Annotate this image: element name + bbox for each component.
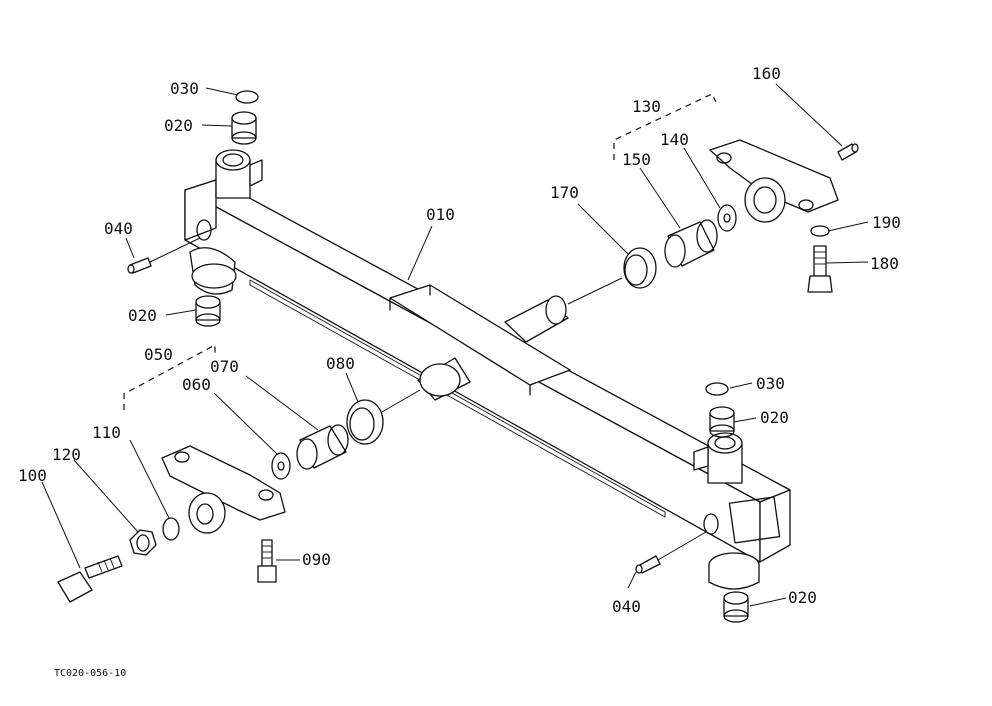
label-140: 140 <box>660 130 689 149</box>
label-130: 130 <box>632 97 661 116</box>
label-040-right: 040 <box>612 597 641 616</box>
label-110: 110 <box>92 423 121 442</box>
label-040-left: 040 <box>104 219 133 238</box>
label-020-top-left: 020 <box>164 116 193 135</box>
label-030-right: 030 <box>756 374 785 393</box>
drawing-code: TC020-056-10 <box>54 668 126 679</box>
label-090: 090 <box>302 550 331 569</box>
label-180: 180 <box>870 254 899 273</box>
label-030-left: 030 <box>170 79 199 98</box>
group-outline-050 <box>123 343 216 410</box>
grease-nipple-040-right <box>635 531 707 574</box>
axle-beam <box>184 179 791 563</box>
bracket-050 <box>161 445 286 534</box>
bolt-180 <box>807 245 833 293</box>
label-150: 150 <box>622 150 651 169</box>
bushing-150 <box>664 219 718 268</box>
label-070: 070 <box>210 357 239 376</box>
seal-170 <box>567 247 657 305</box>
o-ring-030-left <box>235 90 259 104</box>
group-outline-130 <box>613 93 717 160</box>
grease-nipple-160 <box>837 143 859 161</box>
washer-140 <box>717 204 737 232</box>
bushing-020-top-left <box>231 111 257 145</box>
label-020-lower-left: 020 <box>128 306 157 325</box>
washer-060 <box>271 452 291 480</box>
seal-080 <box>346 389 421 445</box>
bushing-020-lower-left <box>195 295 221 327</box>
grease-nipple-040-left <box>127 237 201 274</box>
label-050: 050 <box>144 345 173 364</box>
label-010: 010 <box>426 205 455 224</box>
bushing-070 <box>296 424 349 470</box>
bracket-130 <box>709 139 839 223</box>
bushing-020-right-bottom <box>723 591 749 623</box>
label-120: 120 <box>52 445 81 464</box>
label-020-right-top: 020 <box>760 408 789 427</box>
label-100: 100 <box>18 466 47 485</box>
label-080: 080 <box>326 354 355 373</box>
o-ring-030-right <box>705 382 729 396</box>
label-160: 160 <box>752 64 781 83</box>
part-labels: 030 020 040 020 010 170 150 140 130 160 … <box>18 64 901 679</box>
washer-110 <box>162 517 180 541</box>
washer-190 <box>810 225 830 237</box>
bolt-090 <box>257 539 277 583</box>
label-060: 060 <box>182 375 211 394</box>
label-020-right-bottom: 020 <box>788 588 817 607</box>
bolt-100 <box>57 555 123 603</box>
label-190: 190 <box>872 213 901 232</box>
leader-lines <box>41 83 869 607</box>
nut-120 <box>129 529 157 556</box>
label-170: 170 <box>550 183 579 202</box>
right-kingpin-boss <box>693 432 760 590</box>
bushing-020-right-top <box>709 406 735 438</box>
left-kingpin-boss <box>189 149 263 295</box>
